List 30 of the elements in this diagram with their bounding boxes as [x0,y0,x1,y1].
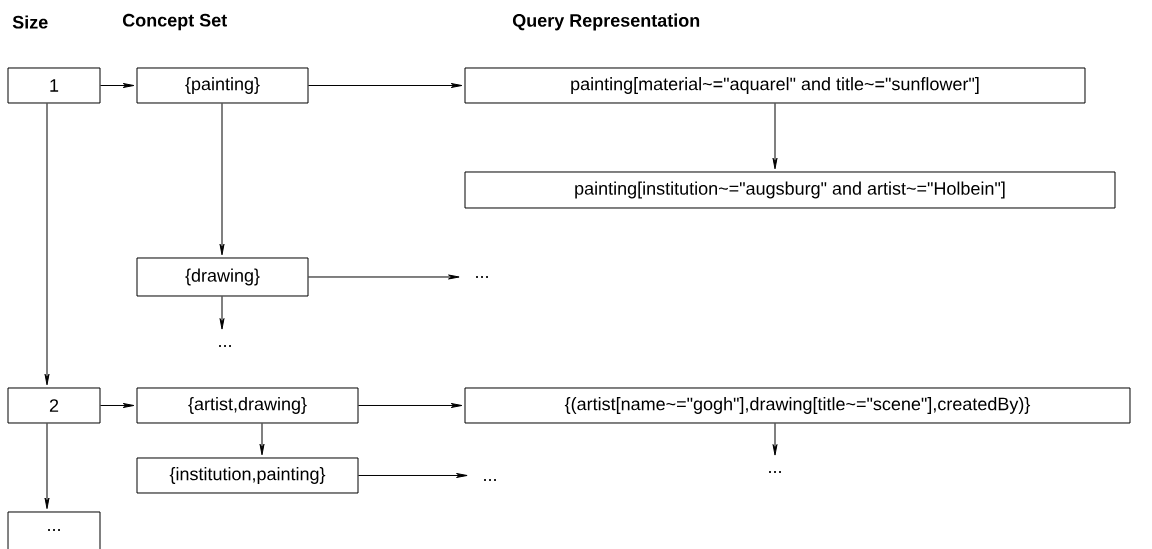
size-box: 2 [7,387,101,424]
arrow [44,423,50,510]
concept-box: {artist,drawing} [136,387,359,424]
arrow [358,473,468,478]
ellipsis: ... [476,276,488,278]
ellipsis: ... [219,345,231,347]
arrow [358,403,463,408]
arrow [308,83,463,88]
arrow [772,103,778,170]
ellipsis: ... [484,479,496,481]
concept-box: {drawing} [136,257,309,297]
query-box: painting[material~="aquarel" and title~="sunflower"] [464,67,1086,104]
arrow [219,103,225,256]
arrow [308,274,460,280]
size-box: 1 [7,67,101,104]
arrow [100,83,135,88]
column-heading: Size [12,15,48,29]
column-heading: Concept Set [122,13,227,31]
ellipsis: ... [769,471,781,473]
concept-box: {painting} [136,67,309,104]
arrow [100,403,135,408]
arrow [259,423,265,456]
concept-box: {institution,painting} [136,457,359,494]
arrow [772,423,778,456]
query-box: {(artist[name~="gogh"],drawing[title~="scene"],createdBy)} [464,387,1131,424]
size-box: ... [7,511,101,549]
arrow [44,103,50,386]
query-box: painting[institution~="augsburg" and artist~="Holbein"] [464,171,1116,209]
column-heading: Query Representation [512,13,700,31]
arrow [219,296,225,330]
